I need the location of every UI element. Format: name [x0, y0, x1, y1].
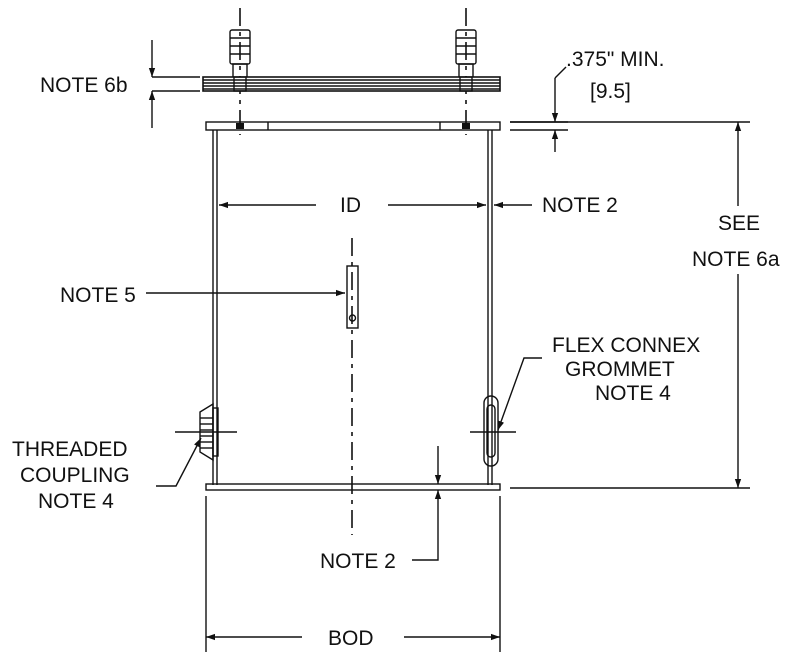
- label-note-5: NOTE 5: [60, 284, 136, 307]
- label-note-4-coupling: NOTE 4: [38, 490, 114, 513]
- dim-note-6a: SEE NOTE 6a: [510, 121, 780, 489]
- bolt-left: [229, 8, 251, 135]
- leader-note-5: NOTE 5: [60, 284, 345, 307]
- dim-min-thickness: .375" MIN. [9.5]: [510, 48, 665, 152]
- label-threaded: THREADED: [12, 438, 128, 461]
- dim-note-2-top: NOTE 2: [494, 194, 618, 217]
- label-min-thickness-mm: [9.5]: [590, 80, 631, 103]
- dim-bod: BOD: [205, 496, 501, 652]
- bolt-right: [455, 8, 477, 135]
- label-note-4-grommet: NOTE 4: [595, 382, 671, 405]
- note-5-tab: [346, 265, 359, 329]
- label-grommet: GROMMET: [565, 358, 675, 381]
- label-note-6a: NOTE 6a: [692, 248, 780, 271]
- threaded-coupling: [175, 402, 237, 462]
- leader-threaded-coupling: THREADED COUPLING NOTE 4: [12, 437, 202, 513]
- label-note-2-top: NOTE 2: [542, 194, 618, 217]
- dim-id: ID: [219, 194, 486, 217]
- label-see: SEE: [718, 212, 760, 235]
- label-note-2-bottom: NOTE 2: [320, 550, 396, 573]
- dim-note-2-bottom: NOTE 2: [320, 446, 442, 573]
- label-flex-connex: FLEX CONNEX: [552, 334, 700, 357]
- label-min-thickness-in: .375" MIN.: [566, 48, 665, 71]
- label-bod: BOD: [328, 627, 374, 650]
- cover-plate: [202, 76, 501, 92]
- label-id: ID: [340, 194, 361, 217]
- flex-connex-grommet: [470, 395, 516, 467]
- leader-flex-connex: FLEX CONNEX GROMMET NOTE 4: [497, 334, 700, 431]
- label-note-6b: NOTE 6b: [40, 74, 128, 97]
- label-coupling: COUPLING: [20, 464, 130, 487]
- dim-note-6b: NOTE 6b: [40, 40, 200, 128]
- bottom-plate: [205, 483, 501, 491]
- top-flange: [205, 121, 501, 131]
